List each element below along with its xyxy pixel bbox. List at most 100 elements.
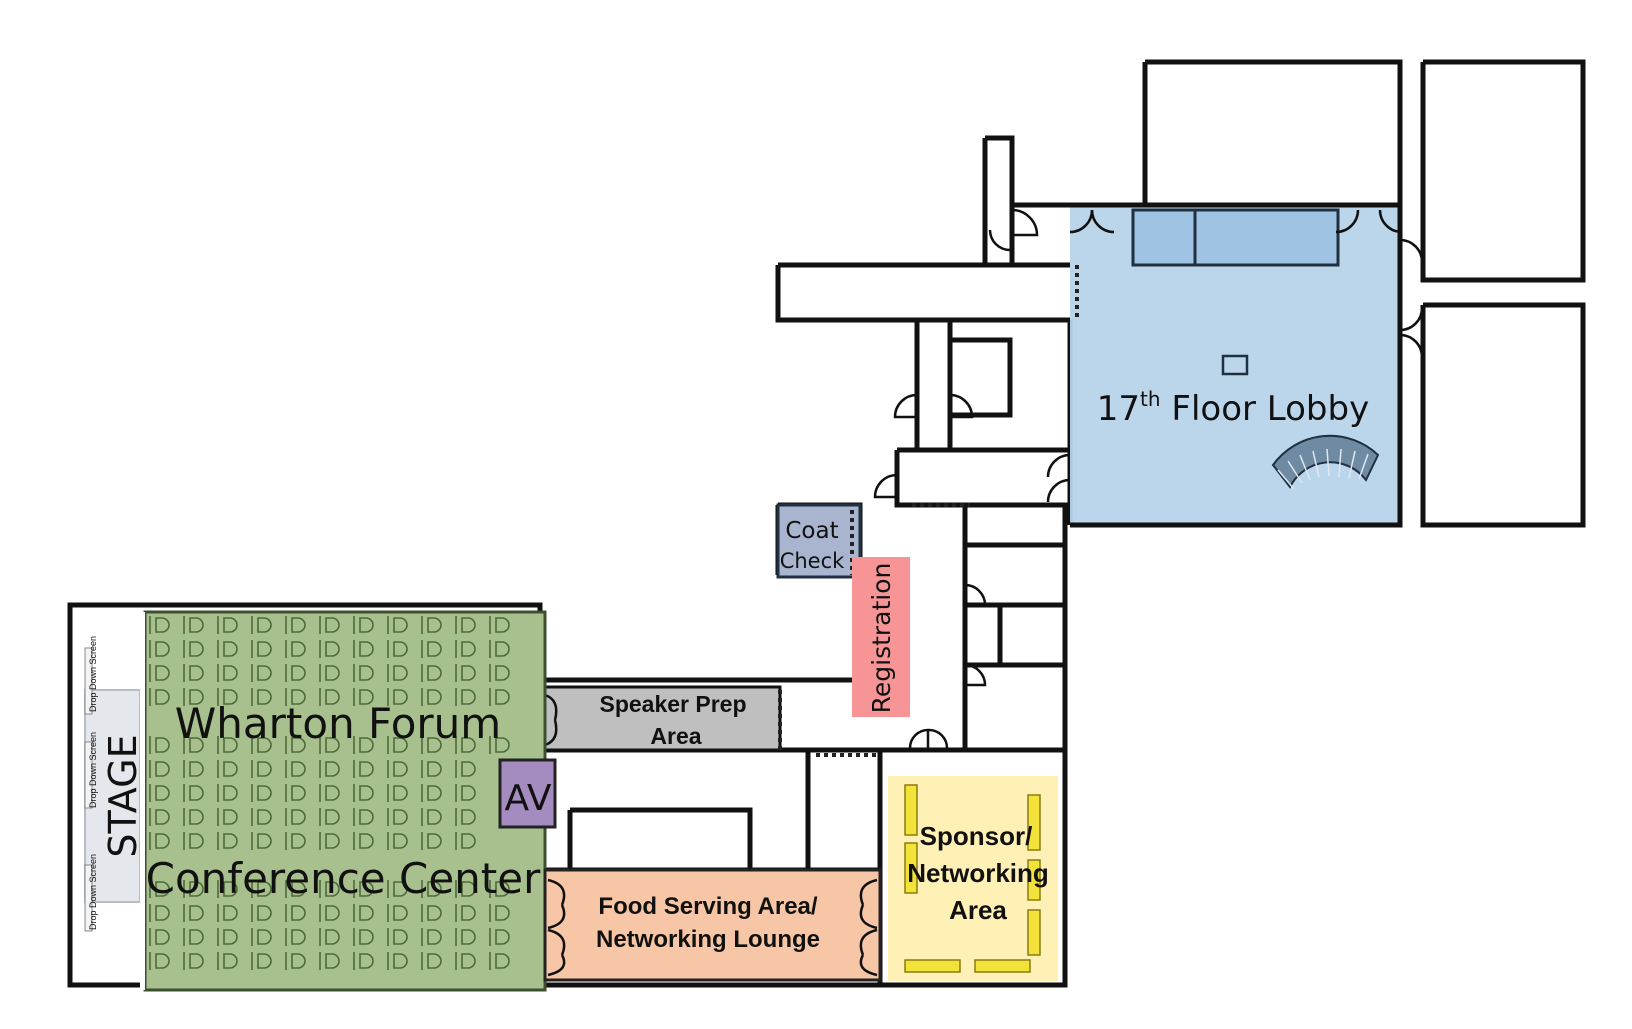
seat-icon	[319, 880, 340, 898]
seat-icon	[387, 664, 408, 682]
seat-icon	[421, 904, 442, 922]
seat-icon	[183, 952, 204, 970]
seat-icon	[285, 904, 306, 922]
seat-icon	[387, 640, 408, 658]
seat-icon	[285, 880, 306, 898]
seat-icon	[183, 616, 204, 634]
seat-icon	[455, 664, 476, 682]
seat-icon	[489, 880, 510, 898]
seat-icon	[353, 808, 374, 826]
seat-icon	[183, 880, 204, 898]
seat-icon	[149, 736, 170, 754]
seat-icon	[421, 952, 442, 970]
registration-zone[interactable]	[852, 557, 910, 717]
lobby-label: 17th Floor Lobby	[1097, 387, 1369, 429]
svg-text:Drop Down Screen: Drop Down Screen	[88, 636, 98, 712]
seat-icon	[319, 688, 340, 706]
seat-icon	[319, 808, 340, 826]
seat-icon	[183, 808, 204, 826]
wharton-forum-zone[interactable]	[143, 610, 547, 992]
stage-label: STAGE	[101, 734, 145, 857]
stage-zone[interactable]	[84, 689, 141, 903]
seat-icon	[319, 640, 340, 658]
seat-icon	[489, 640, 510, 658]
seat-icon	[251, 640, 272, 658]
speaker-prep-label-line2: Area	[650, 723, 701, 749]
seat-icon	[251, 904, 272, 922]
seat-icon	[251, 616, 272, 634]
seat-icon	[251, 952, 272, 970]
seat-icon	[421, 616, 442, 634]
seat-icon	[421, 784, 442, 802]
sponsor-label-line3: Area	[949, 895, 1007, 925]
seat-icon	[421, 760, 442, 778]
seat-icon	[455, 736, 476, 754]
seat-icon	[319, 928, 340, 946]
seat-icon	[217, 904, 238, 922]
seat-icon	[251, 736, 272, 754]
seat-icon	[319, 784, 340, 802]
seat-icon	[455, 904, 476, 922]
seat-icon	[251, 880, 272, 898]
coat-check-zone[interactable]	[776, 503, 862, 579]
seat-icon	[387, 952, 408, 970]
seat-icon	[149, 688, 170, 706]
seat-icon	[183, 832, 204, 850]
staircase-icon	[1271, 434, 1380, 490]
seat-icon	[251, 664, 272, 682]
speaker-prep-zone[interactable]	[543, 685, 782, 752]
coat-check-label-line2: Check	[780, 549, 845, 573]
seat-icon	[489, 688, 510, 706]
seat-icon	[489, 904, 510, 922]
sponsor-label-line1: Sponsor/	[920, 821, 1033, 851]
seat-icon	[149, 664, 170, 682]
seat-icon	[455, 640, 476, 658]
seat-icon	[285, 688, 306, 706]
seat-icon	[285, 736, 306, 754]
food-serving-zone[interactable]	[543, 868, 882, 982]
seat-icon	[353, 736, 374, 754]
seat-icon	[387, 688, 408, 706]
seat-icon	[285, 928, 306, 946]
drop-down-screens: Drop Down Screen Drop Down Screen Drop D…	[84, 636, 98, 932]
seat-icon	[217, 736, 238, 754]
seat-icon	[149, 640, 170, 658]
seat-icon	[353, 784, 374, 802]
seat-icon	[319, 904, 340, 922]
seat-icon	[421, 832, 442, 850]
seat-icon	[285, 808, 306, 826]
food-label-line1: Food Serving Area/	[598, 893, 817, 920]
seat-icon	[421, 688, 442, 706]
seat-icon	[217, 664, 238, 682]
seat-icon	[149, 832, 170, 850]
svg-text:Drop Down Screen: Drop Down Screen	[88, 854, 98, 930]
seat-icon	[353, 928, 374, 946]
seat-icon	[421, 640, 442, 658]
seat-icon	[183, 760, 204, 778]
seat-icon	[183, 688, 204, 706]
seat-icon	[183, 736, 204, 754]
seat-icon	[489, 664, 510, 682]
seating-rows	[149, 616, 510, 970]
seat-icon	[217, 928, 238, 946]
seat-icon	[353, 904, 374, 922]
seat-icon	[353, 880, 374, 898]
registration-label: Registration	[867, 563, 896, 714]
seat-icon	[217, 880, 238, 898]
seat-icon	[319, 952, 340, 970]
seat-icon	[183, 784, 204, 802]
seat-icon	[353, 640, 374, 658]
seat-icon	[455, 688, 476, 706]
seat-icon	[285, 832, 306, 850]
seat-icon	[421, 808, 442, 826]
seat-icon	[455, 808, 476, 826]
lobby-column	[1221, 354, 1249, 376]
seat-icon	[217, 808, 238, 826]
av-booth-zone[interactable]	[498, 758, 557, 829]
speaker-prep-label-line1: Speaker Prep	[599, 691, 746, 717]
seat-icon	[455, 784, 476, 802]
seat-icon	[455, 928, 476, 946]
seat-icon	[217, 688, 238, 706]
seat-icon	[489, 736, 510, 754]
seat-icon	[387, 928, 408, 946]
